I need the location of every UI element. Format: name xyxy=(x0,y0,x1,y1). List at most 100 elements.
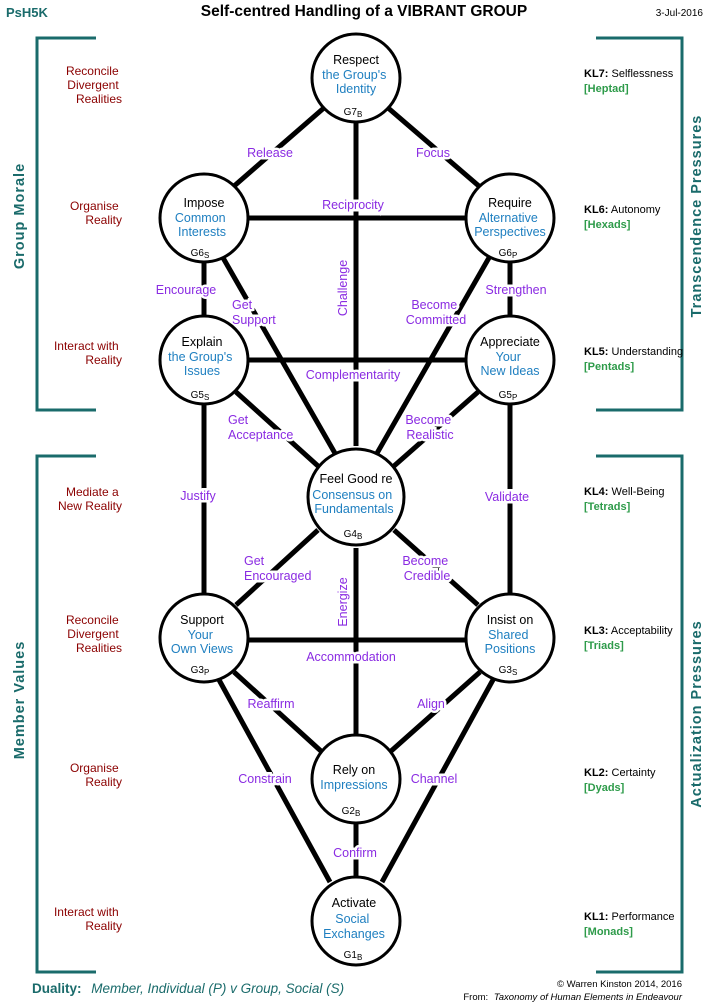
edge-g3p-g1 xyxy=(215,676,333,884)
svg-text:KL2: Certainty: KL2: Certainty xyxy=(584,767,656,779)
svg-text:[Tetrads]: [Tetrads] xyxy=(584,501,631,513)
node-title: Activate xyxy=(332,896,377,910)
edge-g5p-g4 xyxy=(392,390,480,468)
edge-label-constrain: Constrain xyxy=(238,772,292,786)
edge-g6p-g4 xyxy=(373,254,493,457)
node-subtitle: Shared Positions xyxy=(485,628,536,656)
duality-line: Duality: Member, Individual (P) v Group,… xyxy=(32,981,344,996)
edge-label-get-support: Get Support xyxy=(232,298,276,327)
connectors xyxy=(201,105,513,884)
node-code: G5S xyxy=(191,390,210,402)
left-label-kl7: Reconcile Divergent Realities xyxy=(66,64,122,106)
diagram-code: PsH5K xyxy=(6,5,49,20)
node-title: Feel Good re xyxy=(320,472,393,486)
node-code: G4B xyxy=(344,529,363,541)
svg-text:[Hexads]: [Hexads] xyxy=(584,219,631,231)
svg-text:KL1: Performance: KL1: Performance xyxy=(584,911,675,923)
node-title: Respect xyxy=(333,53,379,67)
node-title: Explain xyxy=(182,335,223,349)
edge-label-strengthen: Strengthen xyxy=(485,283,546,297)
node-subtitle: Consensus on Fundamentals xyxy=(312,488,395,516)
edge-g4-g3s xyxy=(392,528,480,607)
edge-label-challenge: Challenge xyxy=(336,260,350,316)
level-kl7: KL7: Selflessness [Heptad] xyxy=(584,68,674,95)
side-label-actualization-pressures: Actualization Pressures xyxy=(689,620,705,807)
left-label-kl4: Mediate a New Reality xyxy=(58,485,122,513)
edge-g5s-g4 xyxy=(234,390,320,468)
node-g5p: Appreciate Your New Ideas G5P xyxy=(464,314,556,406)
svg-text:[Heptad]: [Heptad] xyxy=(584,83,629,95)
node-g4b: Feel Good re Consensus on Fundamentals G… xyxy=(306,447,406,547)
edge-label-become-committed: Become Committed xyxy=(406,298,466,327)
node-title: Impose xyxy=(184,196,225,210)
side-label-member-values: Member Values xyxy=(12,641,28,760)
right-top-bracket xyxy=(596,36,684,412)
node-code: G6S xyxy=(191,248,210,260)
edge-g7-g6p xyxy=(385,105,482,189)
left-label-kl2: Organise Reality xyxy=(70,761,122,789)
edge-label-release: Release xyxy=(247,146,293,160)
edge-g4-g3p xyxy=(234,528,320,607)
node-g6s: Impose Common Interests G6S xyxy=(158,172,250,264)
edge-label-justify: Justify xyxy=(180,489,216,503)
edge-g3s-g2 xyxy=(388,670,482,754)
left-label-kl5: Interact with Reality xyxy=(54,339,122,367)
edge-label-become-realistic: Become Realistic xyxy=(405,413,454,442)
edge-label-reaffirm: Reaffirm xyxy=(247,697,294,711)
node-code: G2B xyxy=(342,806,361,818)
node-title: Support xyxy=(180,613,224,627)
edge-labels: Release Focus Reciprocity Challenge Enco… xyxy=(153,144,549,863)
svg-text:[Triads]: [Triads] xyxy=(584,640,624,652)
edge-label-encourage: Encourage xyxy=(156,283,217,297)
level-kl5: KL5: Understanding [Pentads] xyxy=(584,346,683,373)
edge-g3s-g1 xyxy=(379,676,497,884)
node-code: G5P xyxy=(499,390,518,402)
edge-label-get-acceptance: Get Acceptance xyxy=(228,413,293,442)
node-g3s: Insist on Shared Positions G3S xyxy=(464,592,556,684)
edge-label-reciprocity: Reciprocity xyxy=(322,198,385,212)
node-subtitle: Common Interests xyxy=(175,211,229,239)
node-g6p: Require Alternative Perspectives G6P xyxy=(464,172,556,264)
nodes: Respect the Group's Identity G7B Impose … xyxy=(158,32,556,967)
node-code: G1B xyxy=(344,950,363,962)
level-kl6: KL6: Autonomy [Hexads] xyxy=(584,204,661,231)
edge-label-align: Align xyxy=(417,697,445,711)
brackets xyxy=(35,36,684,974)
left-label-kl3: Reconcile Divergent Realities xyxy=(66,613,122,655)
node-code: G3P xyxy=(191,665,210,677)
edge-label-validate: Validate xyxy=(485,490,529,504)
edge-label-confirm: Confirm xyxy=(333,846,377,860)
left-top-bracket xyxy=(35,36,96,412)
diagram-date: 3-Jul-2016 xyxy=(656,8,704,19)
svg-text:[Pentads]: [Pentads] xyxy=(584,361,634,373)
node-code: G7B xyxy=(344,107,363,119)
node-g5s: Explain the Group's Issues G5S xyxy=(158,314,250,406)
node-code: G3S xyxy=(499,665,518,677)
node-subtitle: Social Exchanges xyxy=(323,912,385,941)
svg-text:[Dyads]: [Dyads] xyxy=(584,782,625,794)
edge-label-focus: Focus xyxy=(416,146,450,160)
node-title: Appreciate xyxy=(480,335,540,349)
svg-text:KL4: Well-Being: KL4: Well-Being xyxy=(584,486,665,498)
left-labels: Reconcile Divergent Realities Organise R… xyxy=(54,64,122,933)
node-subtitle: Your Own Views xyxy=(171,628,233,656)
edge-label-get-encouraged: Get Encouraged xyxy=(244,554,311,583)
edge-g6s-g4 xyxy=(219,254,339,457)
copyright: © Warren Kinston 2014, 2016 xyxy=(557,979,682,990)
svg-text:KL3: Acceptability: KL3: Acceptability xyxy=(584,625,673,637)
node-title: Rely on xyxy=(333,763,375,777)
side-label-group-morale: Group Morale xyxy=(12,163,28,269)
node-g3p: Support Your Own Views G3P xyxy=(158,592,250,684)
svg-text:KL5: Understanding: KL5: Understanding xyxy=(584,346,683,358)
footer: Duality: Member, Individual (P) v Group,… xyxy=(32,979,683,1003)
left-label-kl1: Interact with Reality xyxy=(54,905,122,933)
node-subtitle: Your New Ideas xyxy=(480,350,539,378)
svg-text:KL7: Selflessness: KL7: Selflessness xyxy=(584,68,674,80)
level-kl4: KL4: Well-Being [Tetrads] xyxy=(584,486,665,513)
node-title: Insist on xyxy=(487,613,534,627)
edge-label-channel: Channel xyxy=(411,772,458,786)
level-kl3: KL3: Acceptability [Triads] xyxy=(584,625,673,652)
edge-label-complementarity: Complementarity xyxy=(306,368,401,382)
level-kl1: KL1: Performance [Monads] xyxy=(584,911,675,938)
